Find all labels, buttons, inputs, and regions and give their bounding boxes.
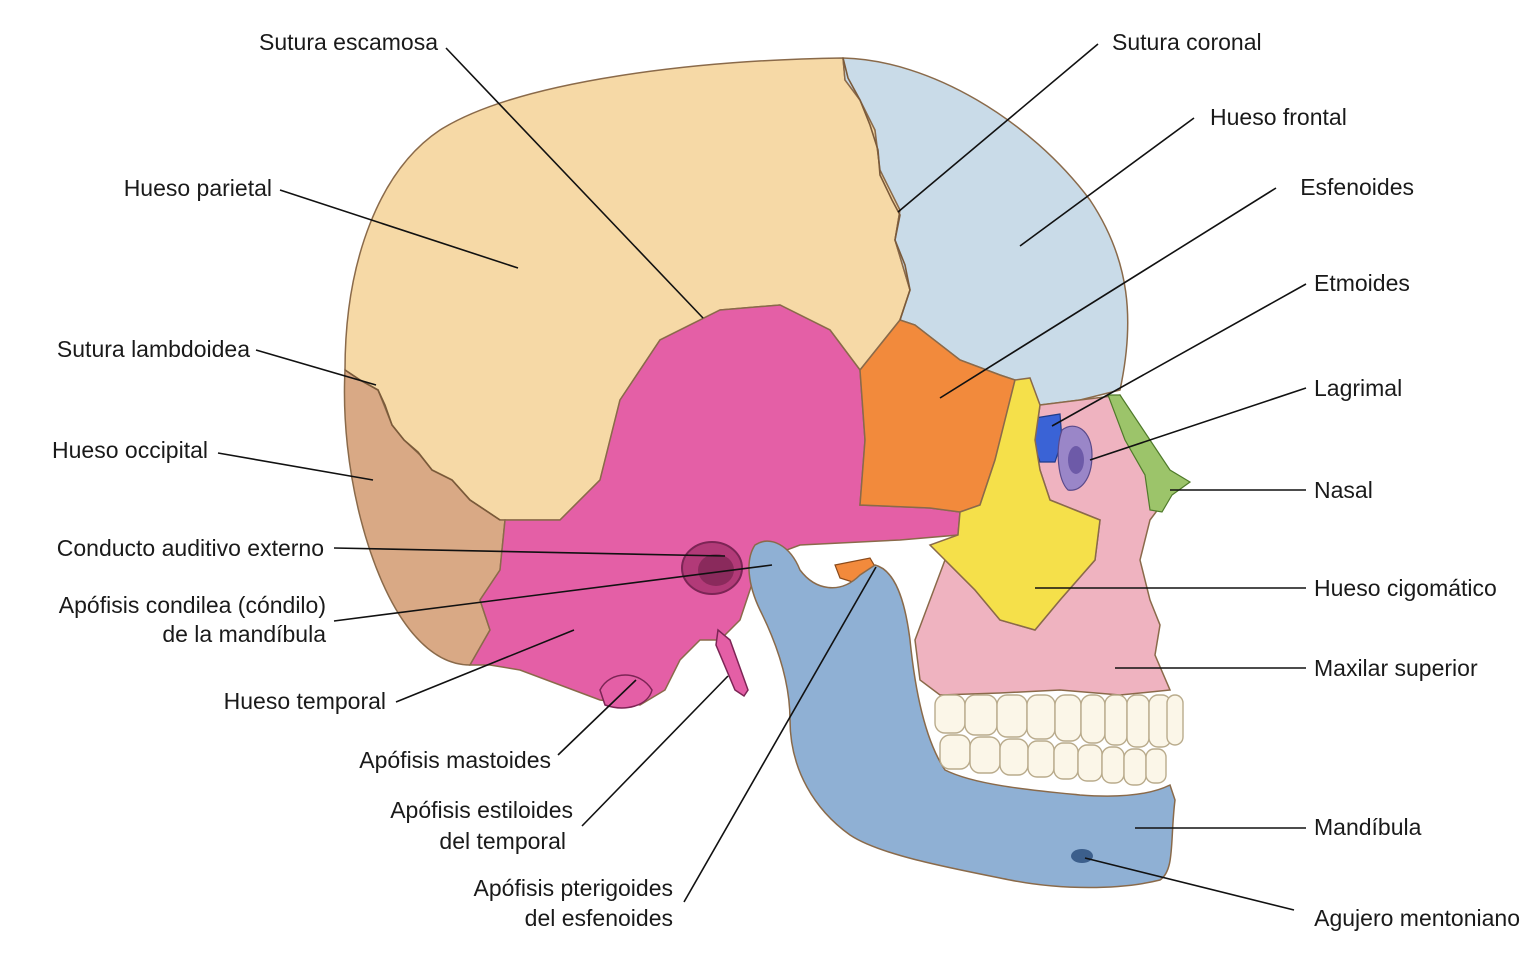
label-apofisis-pterigoides-2: del esfenoides bbox=[525, 905, 673, 931]
label-hueso-occipital: Hueso occipital bbox=[52, 437, 208, 463]
nasal-bone bbox=[1107, 394, 1192, 513]
temporal-bone bbox=[468, 304, 961, 706]
skull-bones bbox=[343, 57, 1192, 889]
label-apofisis-estiloides-2: del temporal bbox=[439, 828, 566, 854]
label-apofisis-condilea-2: de la mandíbula bbox=[162, 621, 326, 647]
label-sutura-coronal: Sutura coronal bbox=[1112, 29, 1262, 55]
label-apofisis-condilea-1: Apófisis condilea (cóndilo) bbox=[59, 592, 326, 618]
label-hueso-temporal: Hueso temporal bbox=[224, 688, 386, 714]
label-hueso-frontal: Hueso frontal bbox=[1210, 104, 1347, 130]
label-esfenoides: Esfenoides bbox=[1300, 174, 1414, 200]
label-sutura-lambdoidea: Sutura lambdoidea bbox=[57, 336, 250, 362]
label-conducto-auditivo: Conducto auditivo externo bbox=[57, 535, 324, 561]
label-mandibula: Mandíbula bbox=[1314, 814, 1422, 840]
labels: Sutura escamosa Sutura coronal Hueso fro… bbox=[52, 29, 1520, 931]
teeth bbox=[934, 694, 1184, 786]
label-apofisis-mastoides: Apófisis mastoides bbox=[359, 747, 551, 773]
label-maxilar-superior: Maxilar superior bbox=[1314, 655, 1478, 681]
label-hueso-parietal: Hueso parietal bbox=[124, 175, 272, 201]
label-apofisis-pterigoides-1: Apófisis pterigoides bbox=[474, 875, 673, 901]
label-hueso-cigomatico: Hueso cigomático bbox=[1314, 575, 1497, 601]
zygomatic-bone bbox=[928, 377, 1101, 631]
label-sutura-escamosa: Sutura escamosa bbox=[259, 29, 438, 55]
mandible-bone bbox=[748, 540, 1176, 889]
label-agujero-mentoniano: Agujero mentoniano bbox=[1314, 905, 1520, 931]
label-lagrimal: Lagrimal bbox=[1314, 375, 1402, 401]
sutures bbox=[344, 57, 911, 521]
mastoid-process bbox=[599, 674, 653, 709]
label-apofisis-estiloides-1: Apófisis estiloides bbox=[390, 797, 573, 823]
label-etmoides: Etmoides bbox=[1314, 270, 1410, 296]
leader-lines bbox=[217, 43, 1307, 911]
label-nasal: Nasal bbox=[1314, 477, 1373, 503]
mental-foramen-hole bbox=[1071, 849, 1093, 863]
styloid-process bbox=[715, 628, 749, 698]
